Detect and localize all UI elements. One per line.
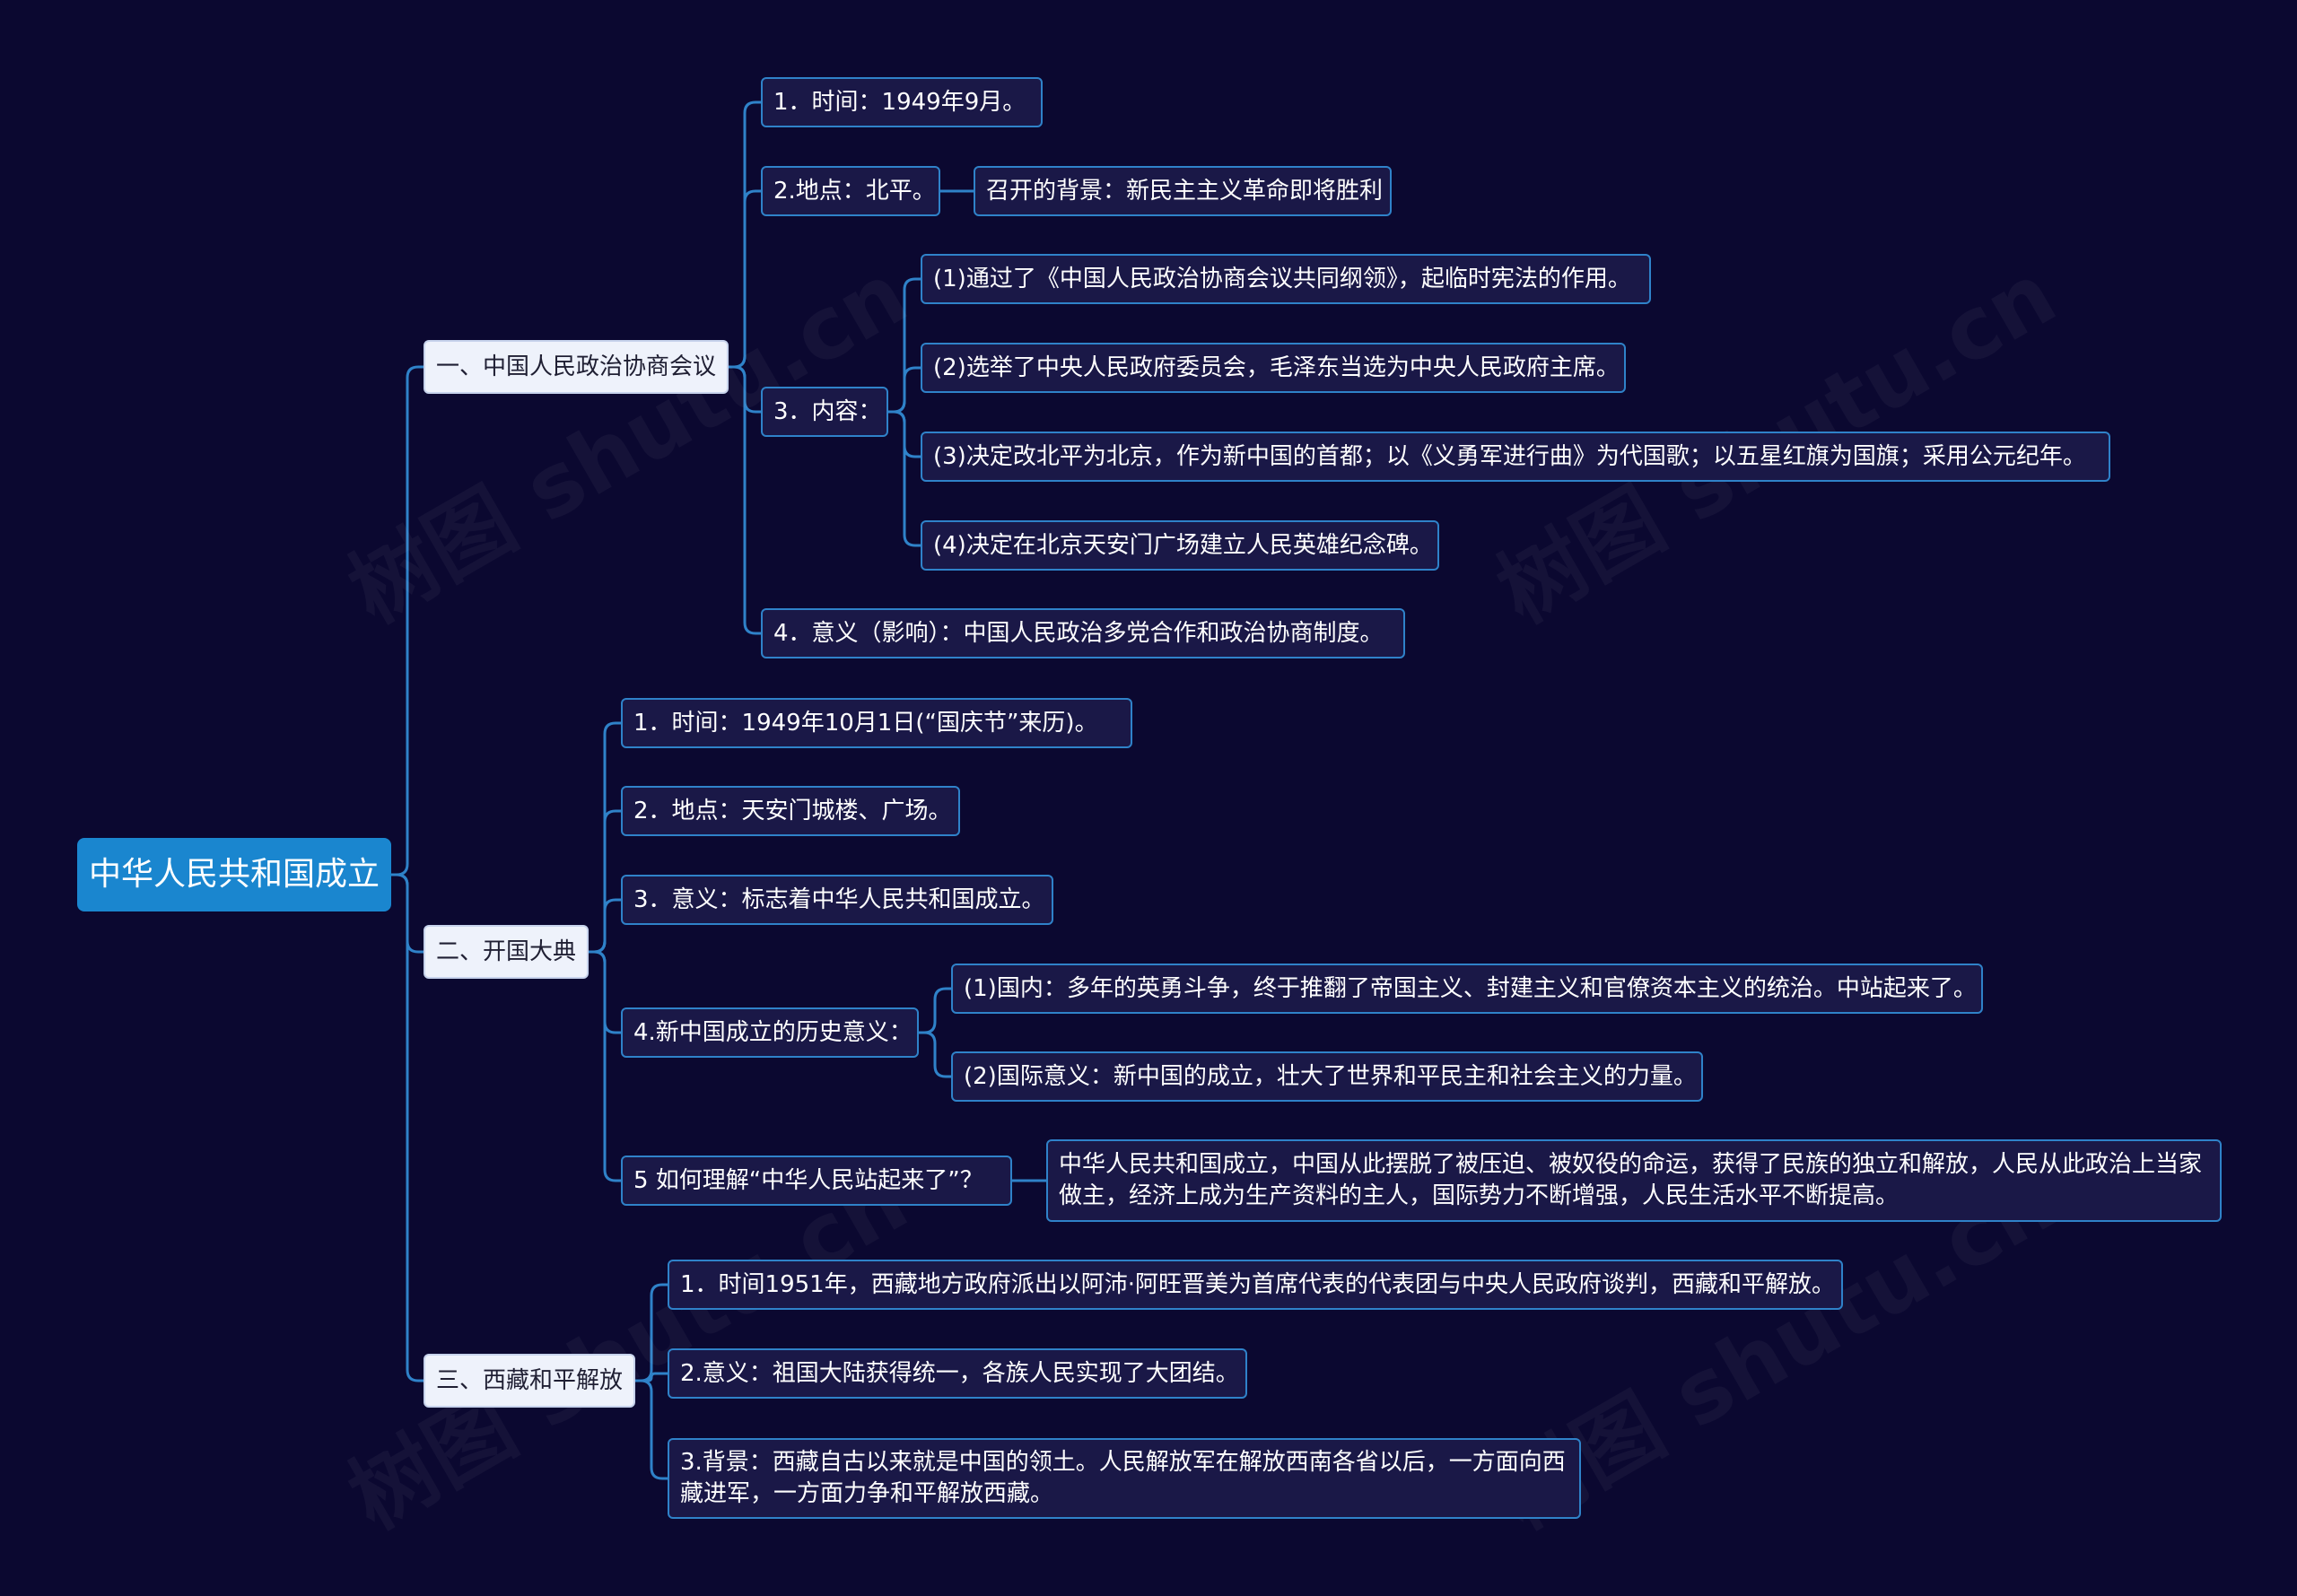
- connector-line: [919, 987, 951, 1034]
- connector-line: [589, 950, 621, 1182]
- topic-node[interactable]: 1．时间：1949年10月1日(“国庆节”来历)。: [621, 698, 1132, 748]
- section-node-tibet[interactable]: 三、西藏和平解放: [424, 1354, 635, 1408]
- topic-node[interactable]: 1．时间1951年，西藏地方政府派出以阿沛·阿旺晋美为首席代表的代表团与中央人民…: [668, 1260, 1843, 1310]
- detail-node[interactable]: (1)通过了《中国人民政治协商会议共同纲领》，起临时宪法的作用。: [921, 254, 1651, 304]
- topic-node[interactable]: 2．地点：天安门城楼、广场。: [621, 786, 960, 836]
- topic-node[interactable]: 5 如何理解“中华人民站起来了”？: [621, 1156, 1012, 1206]
- detail-node[interactable]: (3)决定改北平为北京，作为新中国的首都；以《义勇军进行曲》为代国歌；以五星红旗…: [921, 432, 2110, 482]
- topic-node[interactable]: 3．意义：标志着中华人民共和国成立。: [621, 875, 1053, 925]
- connector-line: [729, 189, 761, 369]
- detail-node[interactable]: (2)选举了中央人民政府委员会，毛泽东当选为中央人民政府主席。: [921, 343, 1626, 393]
- connector-line: [888, 366, 921, 414]
- connector-line: [589, 898, 621, 954]
- detail-node[interactable]: (2)国际意义：新中国的成立，壮大了世界和平民主和社会主义的力量。: [951, 1051, 1703, 1102]
- root-node[interactable]: 中华人民共和国成立: [77, 838, 391, 911]
- connector-line: [391, 873, 424, 1382]
- detail-node[interactable]: (4)决定在北京天安门广场建立人民英雄纪念碑。: [921, 520, 1439, 571]
- connector-line: [888, 410, 921, 547]
- topic-node[interactable]: 3．内容：: [761, 387, 888, 437]
- connector-line: [919, 1031, 951, 1078]
- connector-line: [635, 1379, 668, 1480]
- topic-node[interactable]: 2.意义：祖国大陆获得统一，各族人民实现了大团结。: [668, 1348, 1247, 1399]
- detail-node[interactable]: 召开的背景：新民主主义革命即将胜利: [974, 166, 1392, 216]
- detail-node[interactable]: 中华人民共和国成立，中国从此摆脱了被压迫、被奴役的命运，获得了民族的独立和解放，…: [1046, 1139, 2222, 1222]
- topic-node[interactable]: 3.背景：西藏自古以来就是中国的领土。人民解放军在解放西南各省以后，一方面向西藏…: [668, 1438, 1581, 1519]
- section-node-founding-ceremony[interactable]: 二、开国大典: [424, 925, 589, 979]
- topic-node[interactable]: 2.地点：北平。: [761, 166, 940, 216]
- topic-node[interactable]: 1．时间：1949年9月。: [761, 77, 1043, 127]
- connector-line: [729, 365, 761, 635]
- section-node-cppcc[interactable]: 一、中国人民政治协商会议: [424, 340, 729, 394]
- topic-node[interactable]: 4．意义（影响）：中国人民政治多党合作和政治协商制度。: [761, 608, 1405, 658]
- connector-line: [391, 365, 424, 876]
- connector-line: [635, 1372, 668, 1382]
- detail-node[interactable]: (1)国内：多年的英勇斗争，终于推翻了帝国主义、封建主义和官僚资本主义的统治。中…: [951, 964, 1983, 1014]
- topic-node[interactable]: 4.新中国成立的历史意义：: [621, 1007, 919, 1058]
- connector-line: [635, 1283, 668, 1382]
